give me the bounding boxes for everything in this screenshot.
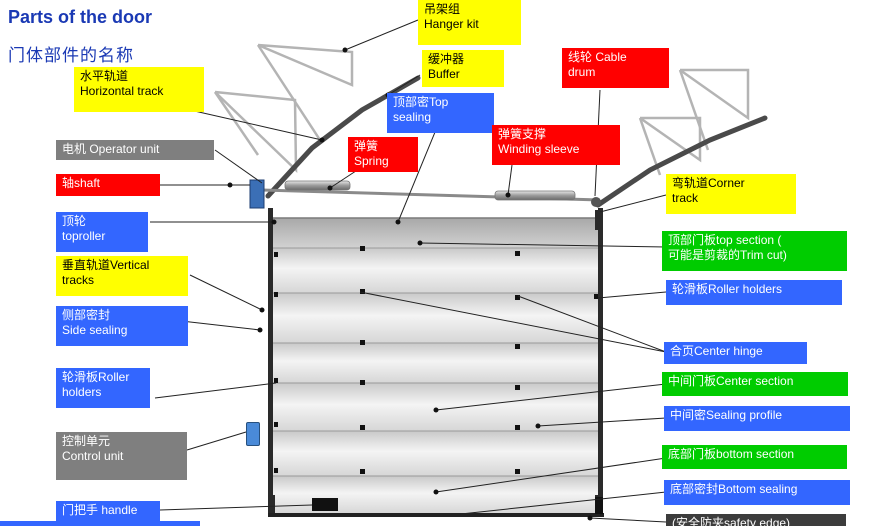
winding-sleeve-drawing xyxy=(494,190,576,201)
label-spring-line: Spring xyxy=(354,154,389,168)
label-cable-drum-line: drum xyxy=(568,65,596,79)
label-hanger-kit-line: Hanger kit xyxy=(424,17,479,31)
label-cable-drum-line: 线轮 Cable xyxy=(568,50,627,64)
control-unit-icon xyxy=(246,422,260,446)
label-handle-line: 门把手 handle xyxy=(62,503,138,517)
label-winding-sleeve-line: Winding sleeve xyxy=(498,142,580,156)
handle-drawing xyxy=(312,498,338,511)
label-shaft: 轴shaft xyxy=(56,174,160,196)
bottom-sealing-drawing xyxy=(268,513,604,517)
label-sealing-profile: 中间密Sealing profile xyxy=(664,406,850,431)
page-title: Parts of the door xyxy=(8,7,153,27)
bottom-panel-marker xyxy=(595,497,603,514)
label-side-sealing-line: Side sealing xyxy=(62,323,128,337)
label-top-sealing-line: 顶部密Top xyxy=(393,95,449,109)
label-corner-track-line: 弯轨道Corner xyxy=(672,176,745,190)
label-center-hinge: 合页Center hinge xyxy=(664,342,807,364)
label-operator-unit-line: 电机 Operator unit xyxy=(62,142,160,156)
label-winding-sleeve-line: 弹簧支撑 xyxy=(498,127,547,141)
label-bottom-section-line: 底部门板bottom section xyxy=(668,447,795,461)
label-roller-holders-left-line: 轮滑板Roller xyxy=(62,370,130,384)
label-safety-edge-line: (安全防夹safety edge) xyxy=(672,516,791,530)
label-top-roller-line: 顶轮 xyxy=(62,214,87,228)
label-control-unit-line: 控制单元 xyxy=(62,434,111,448)
label-center-section: 中间门板Center section xyxy=(662,372,848,396)
label-hanger-kit-line: 吊架组 xyxy=(424,2,461,16)
hinge-markers xyxy=(274,246,598,474)
label-side-sealing-line: 侧部密封 xyxy=(62,308,111,322)
label-top-section: 顶部门板top section (可能是剪裁的Trim cut) xyxy=(662,231,847,271)
label-center-section-line: 中间门板Center section xyxy=(668,374,794,388)
label-roller-holders-right-line: 轮滑板Roller holders xyxy=(672,282,783,296)
label-control-unit-line: Control unit xyxy=(62,449,124,463)
label-roller-holders-right: 轮滑板Roller holders xyxy=(666,280,842,305)
label-top-section-line: 可能是剪裁的Trim cut) xyxy=(668,248,787,262)
cable-drum-drawing xyxy=(591,197,601,207)
spring-drawing xyxy=(284,180,351,191)
label-vertical-tracks-line: tracks xyxy=(62,273,95,287)
hanger-kit-drawing xyxy=(213,43,750,176)
label-center-hinge-line: 合页Center hinge xyxy=(670,344,763,358)
label-top-sealing-line: sealing xyxy=(393,110,432,124)
label-buffer-line: Buffer xyxy=(428,67,460,81)
label-operator-unit: 电机 Operator unit xyxy=(56,140,214,160)
label-bottom-section: 底部门板bottom section xyxy=(662,445,847,469)
label-horizontal-track-line: Horizontal track xyxy=(80,84,164,98)
label-corner-track-line: track xyxy=(672,191,699,205)
label-horizontal-track-line: 水平轨道 xyxy=(80,69,129,83)
label-top-roller-line: toproller xyxy=(62,229,106,243)
label-roller-holders-left-line: holders xyxy=(62,385,102,399)
label-bottom-sealing-line: 底部密封Bottom sealing xyxy=(670,482,798,496)
label-spring-line: 弹簧 xyxy=(354,139,379,153)
leader-lines xyxy=(150,19,667,523)
operator-unit-drawing xyxy=(249,179,265,209)
label-top-section-line: 顶部门板top section ( xyxy=(668,233,782,247)
label-vertical-tracks-line: 垂直轨道Vertical xyxy=(62,258,150,272)
page-subtitle: 门体部件的名称 xyxy=(8,46,134,65)
label-sealing-profile-line: 中间密Sealing profile xyxy=(670,408,783,422)
label-safety-edge: (安全防夹safety edge) xyxy=(666,514,846,530)
door-panels xyxy=(271,217,601,515)
label-buffer-line: 缓冲器 xyxy=(428,52,465,66)
label-bottom-sealing: 底部密封Bottom sealing xyxy=(664,480,850,505)
bottom-accent-bar xyxy=(0,521,200,526)
label-shaft-line: 轴shaft xyxy=(62,176,101,190)
label-handle: 门把手 handle xyxy=(56,501,160,521)
